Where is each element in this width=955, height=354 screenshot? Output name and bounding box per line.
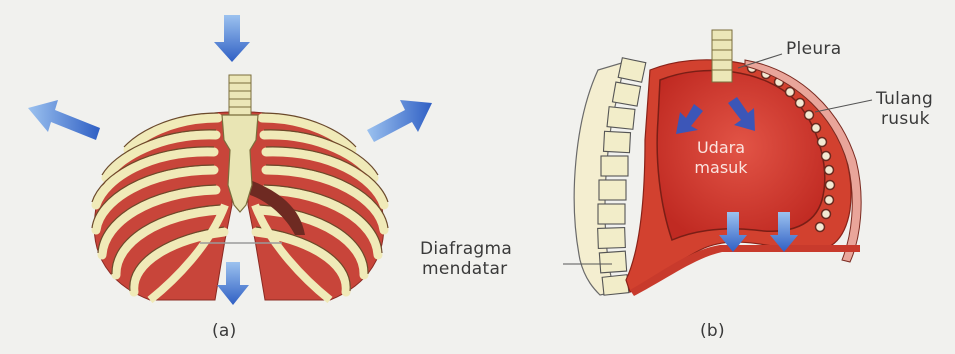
- label-diafragma-mendatar: Diafragma mendatar: [420, 240, 512, 279]
- panel-caption-b: (b): [700, 322, 725, 342]
- label-pleura: Pleura: [786, 40, 841, 60]
- expand-arrow-icon: [28, 100, 100, 140]
- label-tulang-rusuk-line2: rusuk: [876, 110, 933, 130]
- expand-arrow-icon: [214, 15, 250, 62]
- label-tulang-rusuk: Tulang rusuk: [876, 90, 933, 129]
- label-diafragma-line2: mendatar: [420, 260, 512, 280]
- label-diafragma-line1: Diafragma: [420, 240, 512, 260]
- label-udara-masuk-line1: Udara: [676, 138, 766, 158]
- label-udara-masuk-line2: masuk: [676, 158, 766, 178]
- expand-arrow-icon: [367, 100, 432, 142]
- label-tulang-rusuk-line1: Tulang: [876, 90, 933, 110]
- ribcage-front-view: [28, 15, 432, 305]
- label-udara-masuk: Udara masuk: [676, 138, 766, 178]
- trachea-side: [712, 30, 732, 82]
- panel-caption-a: (a): [212, 322, 237, 342]
- trachea: [229, 75, 251, 117]
- expand-arrow-icon: [217, 262, 249, 305]
